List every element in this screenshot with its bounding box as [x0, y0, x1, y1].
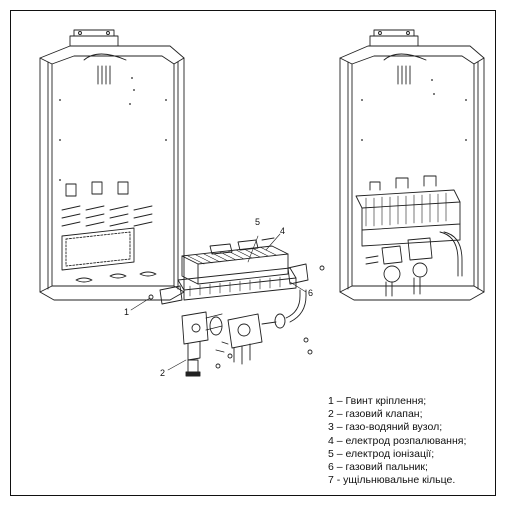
diagram-frame [10, 10, 496, 496]
callout-5: 5 [255, 217, 261, 227]
callout-4: 4 [280, 226, 286, 236]
water-unit [215, 289, 313, 369]
gas-valve-assembly [181, 311, 223, 377]
heat-exchanger [181, 237, 289, 285]
legend-item: 1 – Гвинт кріплення; [328, 395, 427, 407]
side-brackets [148, 263, 325, 305]
legend-item: 5 – електрод іонізації; [328, 447, 435, 460]
legend-item: 2 – газовий клапан; [328, 408, 423, 421]
callout-1: 1 [124, 307, 130, 317]
callout-6: 6 [308, 288, 314, 298]
right-casing [339, 29, 485, 301]
leader-lines [130, 233, 307, 371]
callout-2: 2 [160, 368, 166, 378]
gas-burner [177, 267, 297, 301]
legend-item: 3 – газо-водяний вузол; [328, 421, 443, 434]
legend-item: 6 – газовий пальник; [328, 461, 428, 474]
left-casing [39, 29, 185, 301]
legend-item: 7 - ущільнювальне кільце. [328, 474, 456, 487]
parts-legend: 1 – Гвинт кріплення; 2 – газовий клапан;… [328, 395, 466, 487]
legend-item: 4 – електрод розпалювання; [328, 434, 467, 447]
